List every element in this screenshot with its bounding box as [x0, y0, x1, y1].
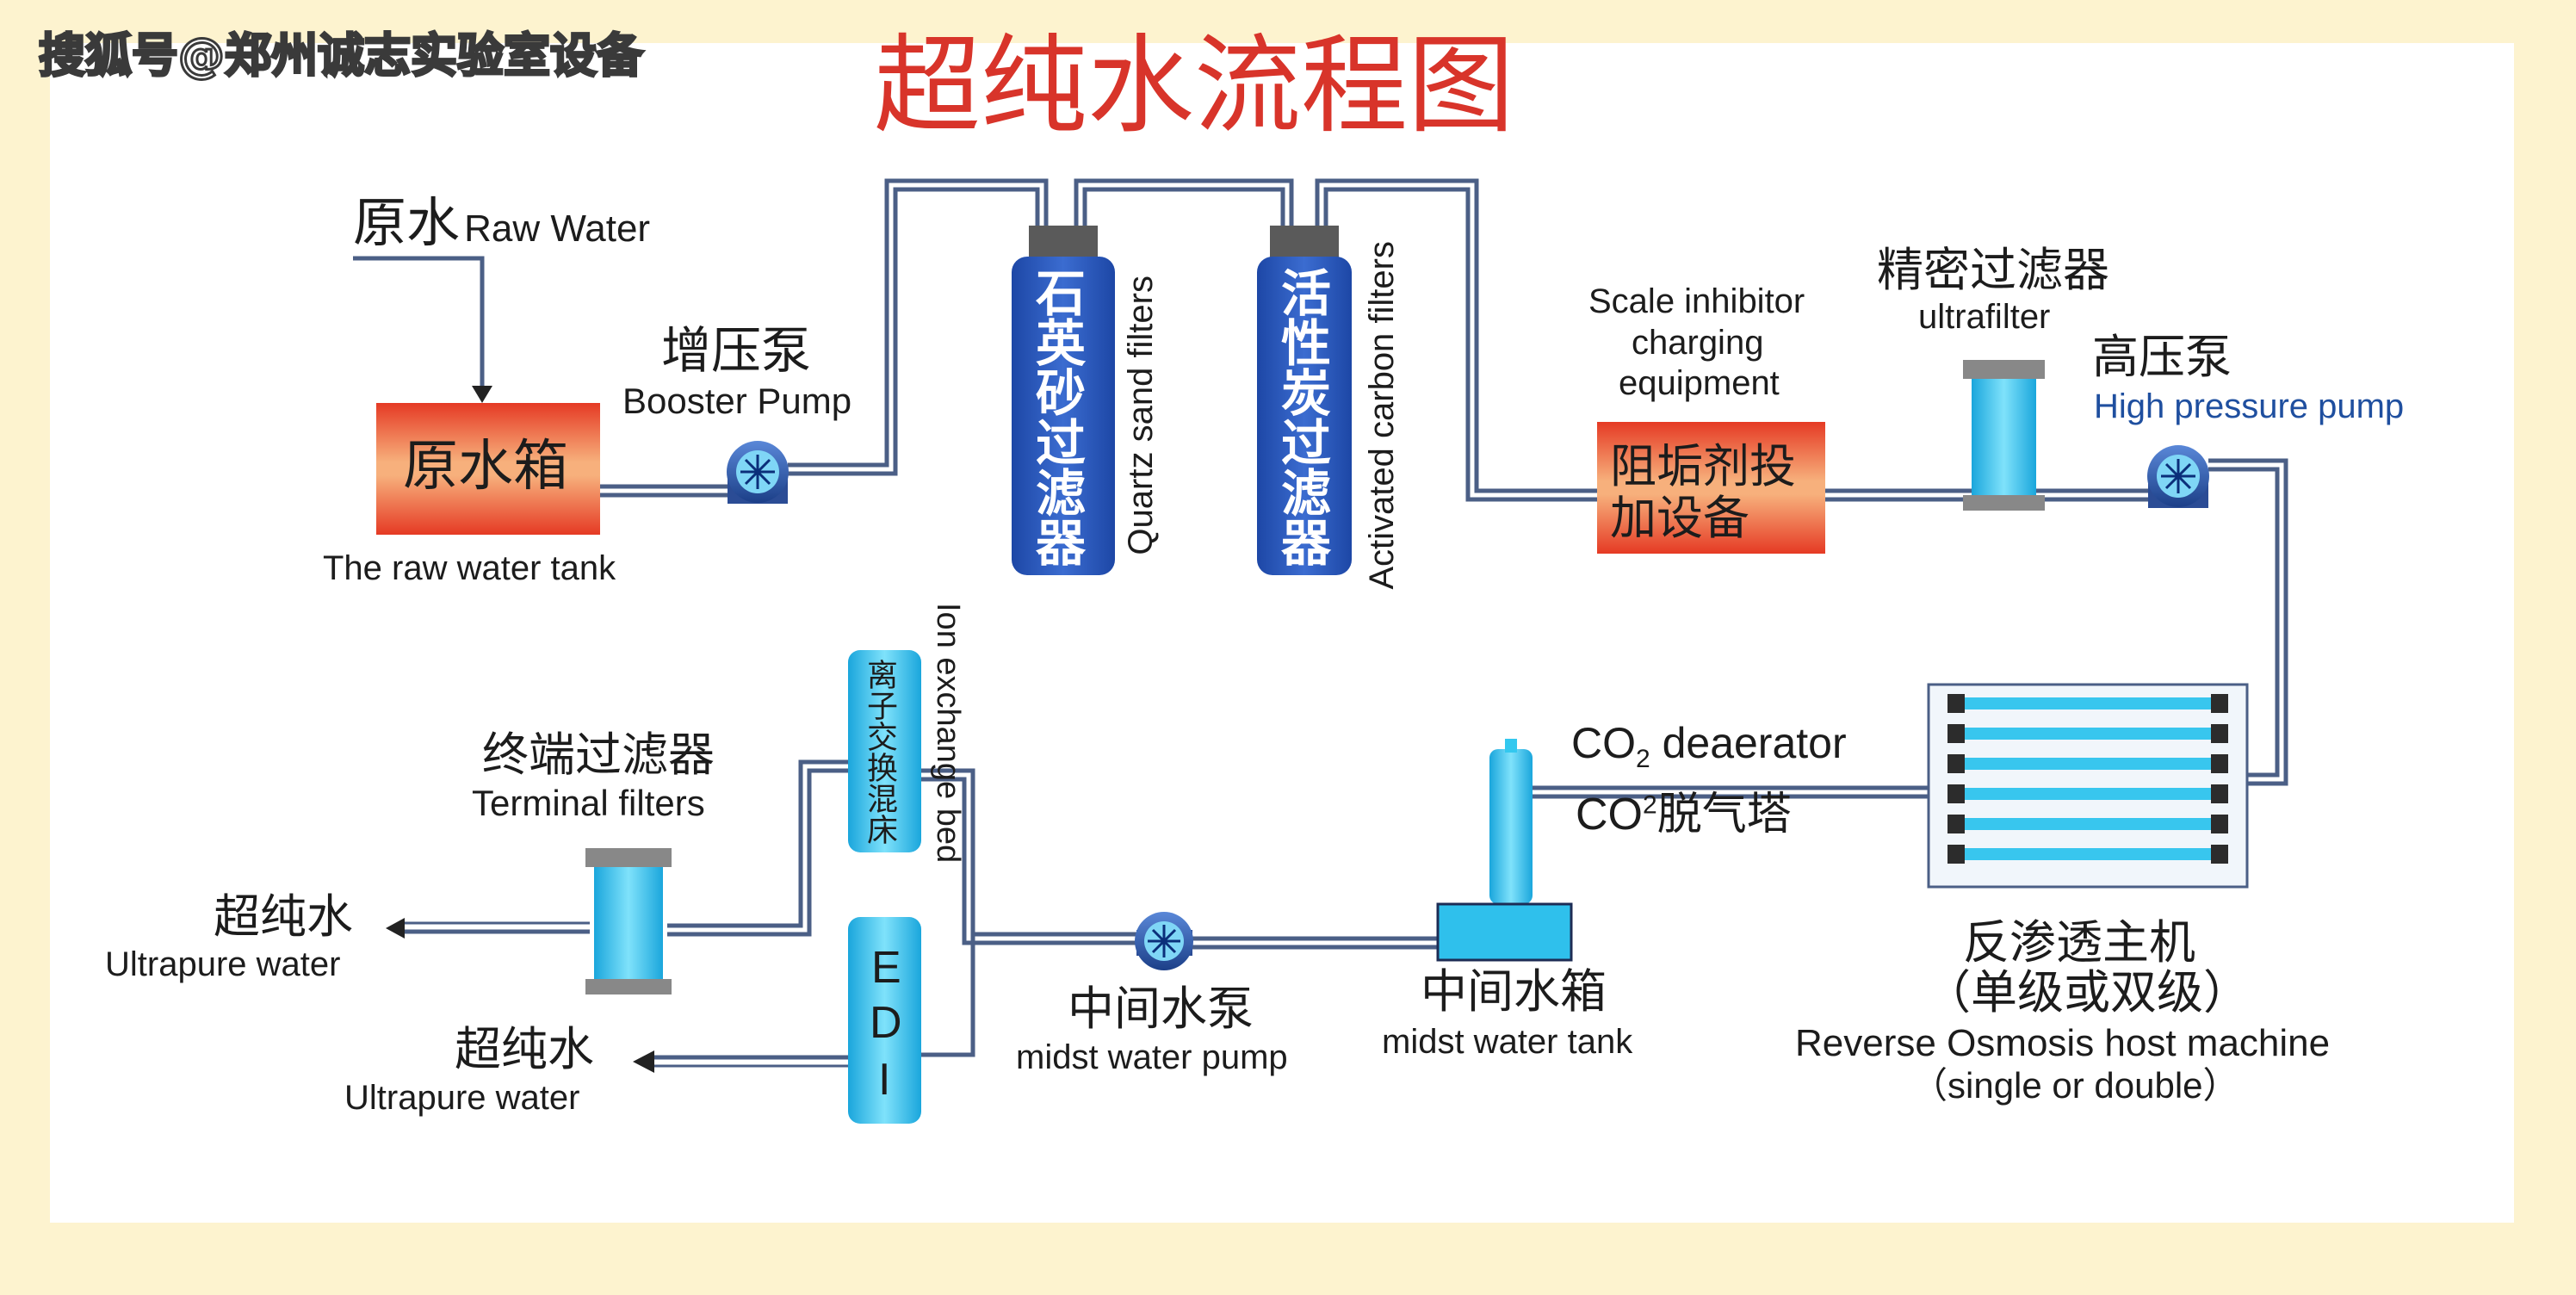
ion-exchange-en: Ion exchange bed	[930, 603, 966, 864]
pipe-hpp-ro	[2208, 458, 2288, 786]
arrow-raw-in	[472, 386, 492, 403]
co2-deaerator-zh: CO2脱气塔	[1576, 792, 1792, 837]
ultrafilter-zh: 精密过滤器	[1877, 243, 2109, 297]
midst-tank-shape	[1436, 902, 1573, 962]
booster-pump-zh: 增压泵	[661, 321, 812, 380]
quartz-filter-en: Quartz sand filters	[1122, 276, 1160, 555]
edi-letter-i: I	[878, 1055, 891, 1105]
ultrapure-2-zh: 超纯水	[455, 1022, 594, 1076]
booster-pump-en: Booster Pump	[622, 381, 852, 421]
edi-shape	[848, 917, 921, 1124]
co2-en-prefix: CO	[1571, 719, 1636, 767]
quartz-filter-zh: 石英砂过滤器	[1027, 267, 1086, 567]
pipe-carbon-scale	[1315, 178, 1597, 493]
quartz-filter-shape	[1012, 226, 1115, 575]
ro-host-zh-1: 反渗透主机	[1963, 915, 2195, 970]
pipe-pump-quartz	[788, 178, 1049, 468]
ro-host-en-2: （single or double）	[1911, 1065, 2239, 1106]
co2-deaerator-en: CO2 deaerator	[1571, 722, 1847, 772]
scale-inhibitor-zh-2: 加设备	[1610, 491, 1749, 545]
midst-tank-zh: 中间水箱	[1421, 964, 1607, 1019]
co2-zh-sup: 2	[1643, 790, 1657, 820]
arrow-ultrapure-1	[386, 918, 405, 939]
raw-water-en: Raw Water	[464, 208, 651, 250]
midst-tank-en: midst water tank	[1382, 1023, 1633, 1061]
pipe-quartz-carbon	[1074, 178, 1294, 231]
scale-inhibitor-en-1: Scale inhibitor	[1588, 282, 1805, 320]
pipe-raw-water-in	[353, 256, 485, 392]
ultrapure-1-zh: 超纯水	[214, 889, 353, 944]
carbon-filter-zh: 活性炭过滤器	[1273, 267, 1331, 567]
midst-pump-en: midst water pump	[1016, 1038, 1288, 1076]
ro-host-shape	[1927, 683, 2249, 889]
ion-exchange-zh: 离子交换混床	[862, 659, 897, 845]
terminal-filter-shape	[585, 848, 672, 994]
raw-tank-zh: 原水箱	[403, 435, 568, 499]
raw-water-label: 原水 Raw Water	[353, 196, 650, 250]
pipe-midpump-ion-b	[921, 777, 1136, 945]
carbon-filter-shape	[1257, 226, 1352, 575]
carbon-filter-en: Activated carbon filters	[1363, 241, 1401, 590]
ro-host-en-1: Reverse Osmosis host machine	[1795, 1022, 2331, 1064]
ultrapure-1-en: Ultrapure water	[105, 945, 341, 983]
pipe-hpp-ro-b	[2208, 467, 2280, 778]
scale-inhibitor-en-2: charging	[1632, 324, 1764, 362]
ion-exchange-shape	[848, 650, 921, 852]
co2-tower-shape	[1489, 739, 1533, 904]
edi-letter-e: E	[871, 943, 901, 993]
pipe-pump-quartz-b	[788, 187, 1040, 476]
raw-tank-en: The raw water tank	[323, 549, 616, 587]
edi-letter-d: D	[870, 998, 902, 1048]
scale-inhibitor-en-3: equipment	[1619, 364, 1780, 402]
high-pressure-pump-zh: 高压泵	[2092, 330, 2232, 384]
terminal-filter-zh: 终端过滤器	[482, 728, 715, 782]
terminal-filter-en: Terminal filters	[472, 783, 705, 823]
co2-en-suffix: deaerator	[1650, 719, 1847, 767]
co2-zh-prefix: CO	[1576, 790, 1643, 840]
pipe-ion-terminal-b	[667, 768, 848, 937]
high-pressure-pump-shape	[2147, 445, 2209, 508]
booster-pump-shape	[727, 441, 789, 504]
ro-host-zh-2: （单级或双级）	[1924, 965, 2250, 1019]
ultrapure-2-en: Ultrapure water	[344, 1079, 580, 1117]
pipe-carbon-scale-b	[1323, 187, 1597, 502]
pipe-quartz-carbon-b	[1082, 187, 1285, 231]
pipe-ion-terminal	[667, 759, 848, 928]
ultrafilter-en: ultrafilter	[1918, 298, 2051, 336]
arrow-ultrapure-2	[633, 1050, 654, 1073]
co2-zh-suffix: 脱气塔	[1656, 789, 1792, 840]
pipe-midpump-edi	[921, 934, 975, 1057]
pipe-midpump-ion	[921, 768, 1136, 937]
raw-tank-shape	[376, 403, 600, 535]
raw-water-zh: 原水	[353, 191, 461, 254]
page-title: 超纯水流程图	[874, 24, 1515, 148]
co2-en-sub: 2	[1636, 745, 1650, 773]
ultrafilter-shape	[1963, 360, 2045, 511]
scale-inhibitor-shape	[1597, 422, 1825, 554]
high-pressure-pump-en: High pressure pump	[2094, 387, 2405, 425]
midst-pump-zh: 中间水泵	[1068, 982, 1254, 1036]
watermark: 搜狐号@郑州诚志实验室设备	[38, 28, 645, 83]
scale-inhibitor-zh-1: 阻垢剂投	[1610, 439, 1796, 493]
midst-pump-shape	[1135, 912, 1193, 970]
